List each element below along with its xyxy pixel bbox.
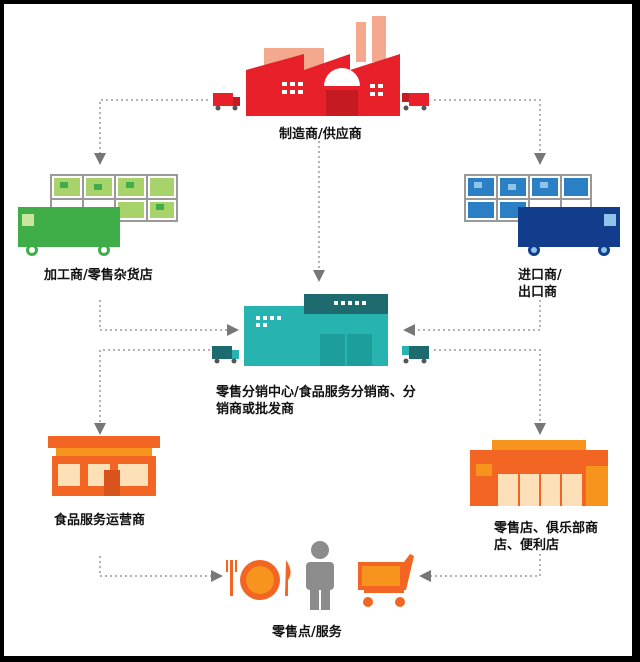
connector-arrows <box>94 99 546 582</box>
store-icon <box>48 436 160 496</box>
processor-label: 加工商/零售杂货店 <box>44 268 153 283</box>
person-icon <box>306 541 334 610</box>
truck-icon <box>18 207 120 256</box>
arrow-retail-to-pointofsale <box>419 554 541 582</box>
distribution-label-line1: 零售分销中心/食品服务分销商、分 <box>216 385 416 400</box>
supply-chain-diagram: 制造商/供应商 加工商/零售杂货店 进口商/ 出口商 零售分销中心/食品服务分销… <box>4 4 632 656</box>
arrow-processor-to-distribution <box>99 300 239 336</box>
store-icon <box>470 440 608 506</box>
arrow-distribution-to-retail <box>434 349 546 435</box>
arrow-manufacturer-to-processor <box>94 99 208 165</box>
plate-icon <box>226 560 291 600</box>
retail-label-line2: 店、便利店 <box>494 538 560 553</box>
importer-label-line1: 进口商/ <box>518 268 562 283</box>
arrow-importer-to-distribution <box>403 300 541 336</box>
cart-icon <box>358 554 414 607</box>
arrow-manufacturer-to-importer <box>434 99 546 165</box>
importer-label-line2: 出口商 <box>518 285 558 300</box>
truck-icon <box>402 93 429 111</box>
truck-icon <box>402 346 429 364</box>
diagram-graphics <box>18 16 620 610</box>
factory-icon <box>246 16 400 116</box>
arrow-foodservice-to-pointofsale <box>99 556 223 582</box>
manufacturer-label: 制造商/供应商 <box>279 127 362 142</box>
foodservice-label: 食品服务运营商 <box>54 513 146 528</box>
warehouse-icon <box>244 294 388 366</box>
distribution-label-line2: 销商或批发商 <box>216 402 295 417</box>
truck-icon <box>518 207 620 256</box>
truck-icon <box>213 93 240 111</box>
arrow-distribution-to-foodservice <box>94 349 210 435</box>
retail-label-line1: 零售店、俱乐部商 <box>494 521 599 536</box>
truck-icon <box>212 346 239 364</box>
pointofsale-label: 零售点/服务 <box>272 625 342 640</box>
